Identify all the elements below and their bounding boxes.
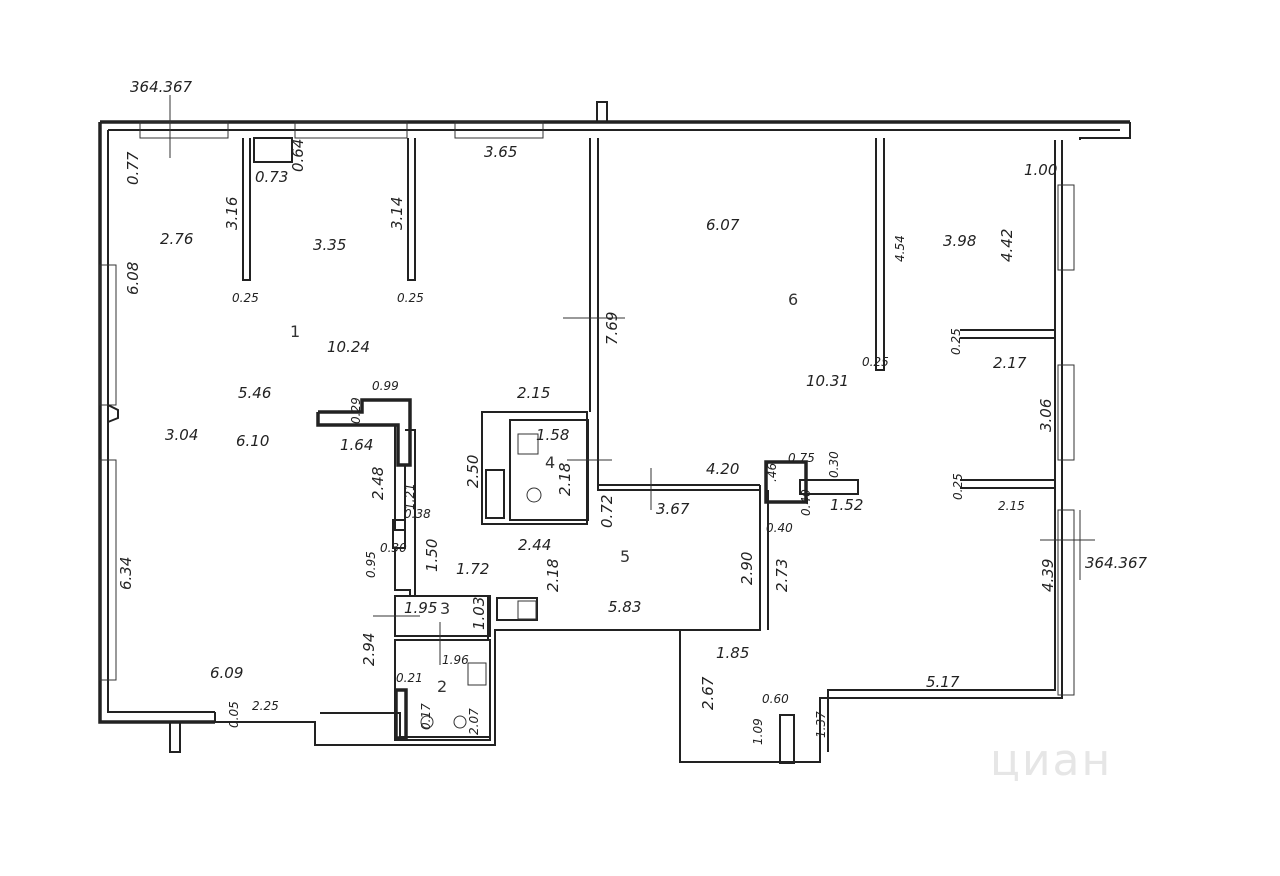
dimension-label: 2.15 xyxy=(998,499,1025,513)
dimension-label: 4.54 xyxy=(893,235,907,262)
room-number: 3 xyxy=(440,599,450,618)
dimension-label: 1.03 xyxy=(470,597,488,630)
walls xyxy=(98,101,1131,764)
dimension-label: 2.07 xyxy=(467,708,481,735)
dimension-label: 2.67 xyxy=(699,676,717,710)
dimension-label: 1.50 xyxy=(423,539,441,572)
room-number: 2 xyxy=(437,677,447,696)
dimension-label: 2.44 xyxy=(518,536,551,554)
dimension-label: 2.18 xyxy=(556,463,574,496)
toilet-icon xyxy=(420,715,434,729)
dimension-label: 0.75 xyxy=(788,451,815,465)
dimension-label: 2.50 xyxy=(464,455,482,488)
dimension-label: 3.06 xyxy=(1037,399,1055,432)
dimension-label: 6.10 xyxy=(236,432,269,450)
dimension-label: 0.40 xyxy=(799,489,813,516)
dimension-label: 1.72 xyxy=(456,560,489,578)
dimension-label: 0.05 xyxy=(227,701,241,728)
dimension-label: 0.40 xyxy=(766,521,793,535)
dimension-label: 0.25 xyxy=(232,291,259,305)
level-mark: 364.367 xyxy=(130,78,192,96)
dimension-label: 2.90 xyxy=(738,552,756,585)
windows xyxy=(99,121,1075,696)
sink-icon xyxy=(517,433,539,455)
dimension-label: 2.17 xyxy=(993,354,1027,372)
dimension-label: 0.73 xyxy=(255,168,288,186)
dimension-label: 0.95 xyxy=(364,551,378,578)
dimension-label: 0.77 xyxy=(124,151,142,185)
dimension-label: 3.67 xyxy=(656,500,690,518)
room-number: 6 xyxy=(788,290,798,309)
dimension-label: 0.25 xyxy=(951,473,965,500)
dimension-label: 6.07 xyxy=(706,216,740,234)
dimension-label: 0.64 xyxy=(289,139,307,172)
dimension-label: 5.46 xyxy=(238,384,271,402)
dimension-label: 2.94 xyxy=(360,633,378,666)
dimension-label: 7.69 xyxy=(603,312,621,345)
level-mark: 364.367 xyxy=(1085,554,1147,572)
dimension-label: 1.64 xyxy=(340,436,373,454)
dimension-label: 1.21 xyxy=(403,483,417,510)
section-lines xyxy=(169,95,1095,665)
dimension-label: 3.04 xyxy=(165,426,198,444)
dimension-label: 1.37 xyxy=(814,711,828,738)
dimension-label: 2.15 xyxy=(517,384,550,402)
toilet-icon xyxy=(453,715,467,729)
dimension-label: 1.85 xyxy=(716,644,749,662)
dimension-label: 0.25 xyxy=(949,328,963,355)
dimension-label: 6.09 xyxy=(210,664,243,682)
dimension-label: 5.17 xyxy=(926,673,960,691)
washbasin-icon xyxy=(517,600,537,620)
dimension-label: 2.48 xyxy=(369,467,387,500)
dimension-label: 3.98 xyxy=(943,232,976,250)
dimension-label: 0.60 xyxy=(762,692,789,706)
dimension-label: 0.30 xyxy=(827,451,841,478)
dimension-label: 4.39 xyxy=(1039,559,1057,592)
dimension-labels: 0.77 0.73 0.64 3.65 3.16 3.14 2.76 3.35 … xyxy=(117,139,1057,745)
room-number: 5 xyxy=(620,547,630,566)
dimension-label: .46 xyxy=(765,463,779,482)
dimension-label: 3.16 xyxy=(223,197,241,230)
dimension-label: 6.34 xyxy=(117,557,135,590)
dimension-label: 1.96 xyxy=(442,653,469,667)
dimension-label: 1.58 xyxy=(536,426,569,444)
room-number: 4 xyxy=(545,453,555,472)
dimension-label: 0.17 xyxy=(419,703,433,730)
dimension-label: 6.08 xyxy=(124,262,142,295)
dimension-label: 2.25 xyxy=(252,699,279,713)
dimension-label: 3.14 xyxy=(388,197,406,230)
dimension-label: 4.42 xyxy=(998,229,1016,262)
dimension-label: 2.73 xyxy=(773,559,791,592)
dimension-label: 1.95 xyxy=(404,599,437,617)
dimension-label: 3.35 xyxy=(313,236,346,254)
plumbing-fixtures xyxy=(420,433,542,729)
dimension-label: 0.25 xyxy=(862,355,889,369)
dimension-label: 0.25 xyxy=(397,291,424,305)
dimension-label: 10.31 xyxy=(806,372,849,390)
dimension-label: 0.99 xyxy=(372,379,399,393)
dimension-label: 1.00 xyxy=(1024,161,1057,179)
dimension-label: 10.24 xyxy=(327,338,370,356)
room-number: 1 xyxy=(290,322,300,341)
dimension-label: 0.29 xyxy=(349,397,363,424)
dimension-label: 0.72 xyxy=(598,495,616,528)
dimension-label: 4.20 xyxy=(706,460,739,478)
dimension-label: 0.38 xyxy=(404,507,431,521)
watermark-logo: циан xyxy=(990,735,1112,786)
dimension-label: 5.83 xyxy=(608,598,641,616)
sink-icon xyxy=(467,662,487,686)
dimension-label: 2.18 xyxy=(544,559,562,592)
dimension-label: 3.65 xyxy=(484,143,517,161)
dimension-label: 2.76 xyxy=(160,230,193,248)
toilet-icon xyxy=(526,487,542,503)
dimension-label: 0.30 xyxy=(380,541,407,555)
dimension-label: 0.21 xyxy=(396,671,423,685)
dimension-label: 1.09 xyxy=(751,718,765,745)
dimension-label: 1.52 xyxy=(830,496,863,514)
